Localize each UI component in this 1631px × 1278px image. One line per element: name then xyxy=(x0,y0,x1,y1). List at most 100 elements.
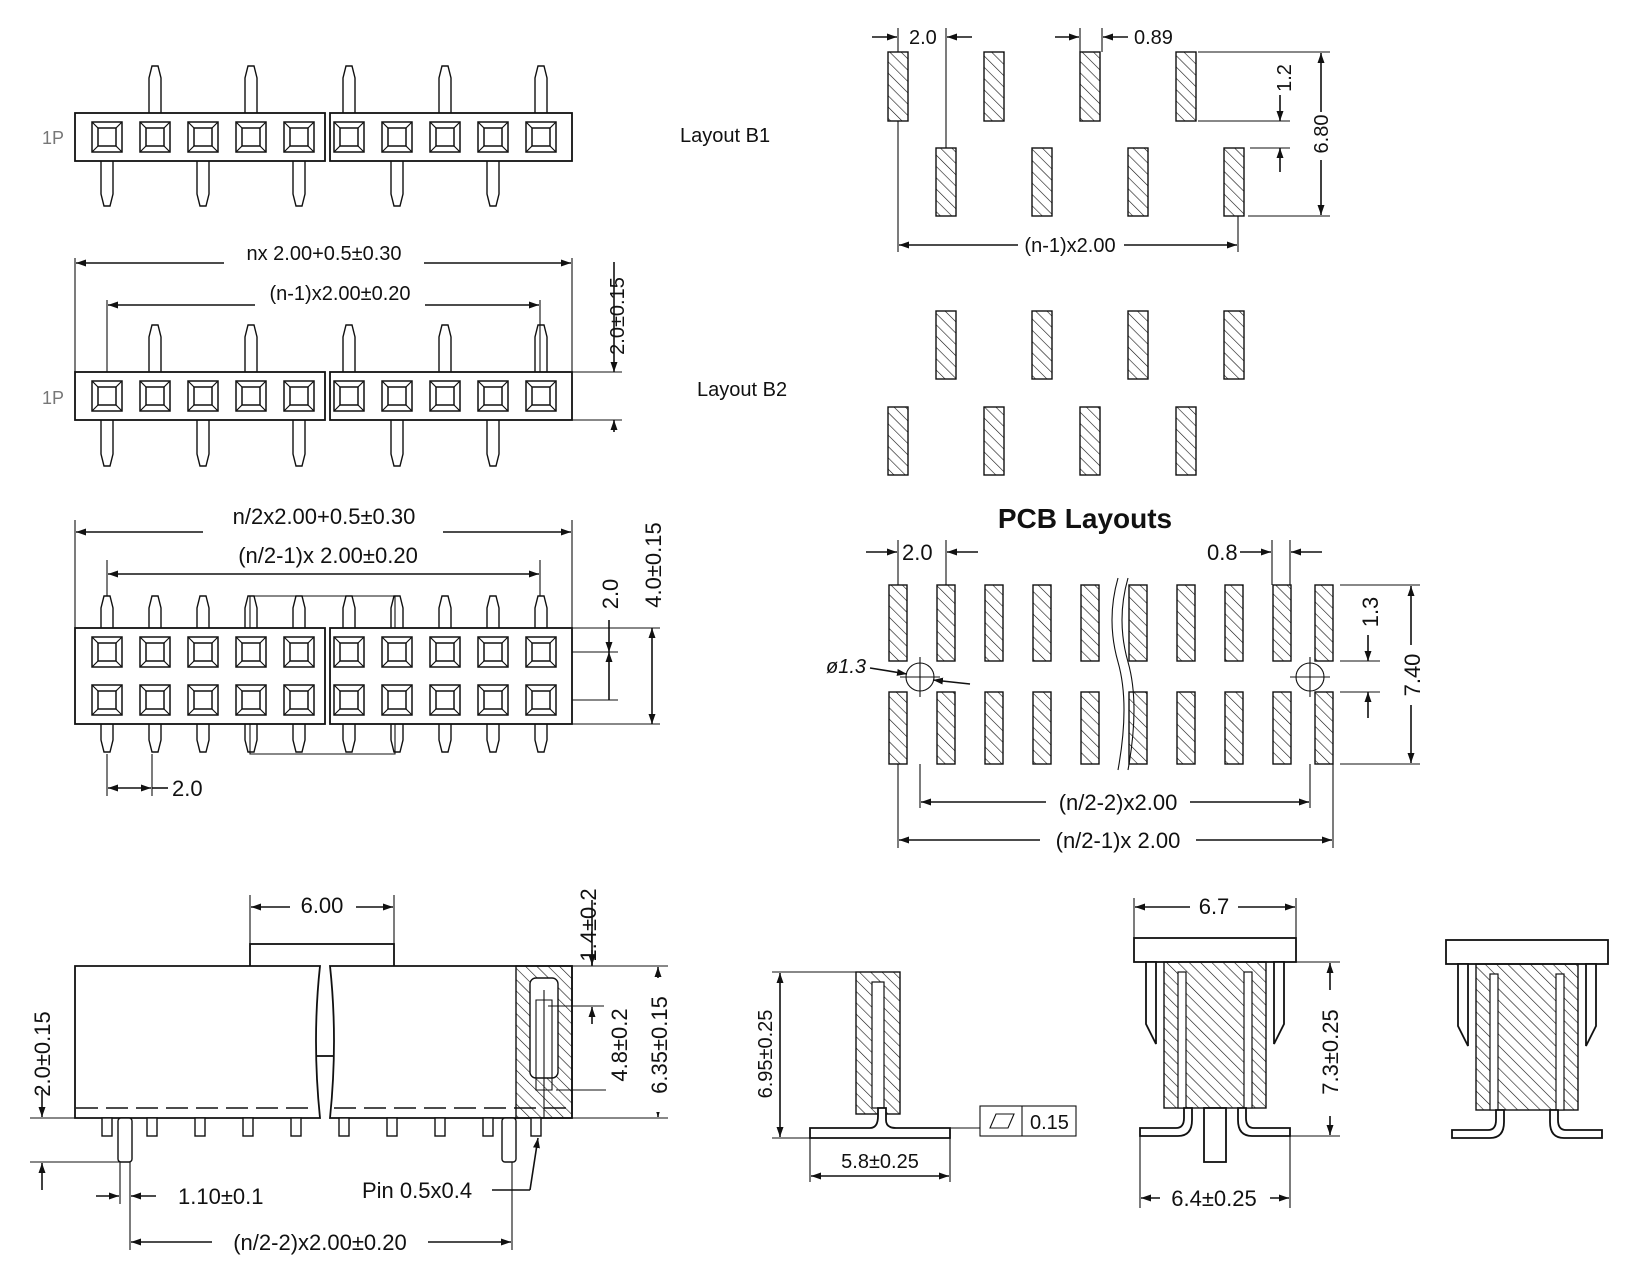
b1-pad-upper-3 xyxy=(1175,51,1197,122)
pcb-pad-upper-4 xyxy=(1080,584,1100,662)
side-pin-stub-5 xyxy=(338,1117,350,1137)
b2-pad-lower-3 xyxy=(1175,406,1197,476)
pcb-pad-upper-3 xyxy=(1032,584,1052,662)
pin-top-1 xyxy=(148,324,162,372)
pin-top-6 xyxy=(390,595,404,628)
contact-cell-upper-9-inner xyxy=(531,642,551,662)
pin-top-3 xyxy=(244,595,258,628)
b1-height: 6.80 xyxy=(1311,115,1333,154)
contact-cell-6-corner xyxy=(381,121,413,153)
side-post-left xyxy=(117,1117,133,1163)
single-row-top-view: 1P xyxy=(42,65,573,207)
pin-size-label: Pin 0.5x0.4 xyxy=(362,1178,472,1203)
pcb-pad-upper-1 xyxy=(936,584,956,662)
end-view-single: 6.95±0.25 5.8±0.25 0.15 xyxy=(755,971,1077,1182)
contact-cell-5-corner xyxy=(333,121,365,153)
dim-n2: n/2x2.00+0.5±0.30 xyxy=(233,504,416,529)
pin-bottom-0 xyxy=(100,724,114,753)
pcb-pitch: 2.0 xyxy=(902,540,933,565)
contact-cell-lower-7-corner xyxy=(429,684,461,716)
b1-pad-lower-3 xyxy=(1223,147,1245,217)
b2-pad-lower-0 xyxy=(887,406,909,476)
contact-cell-upper-7-corner xyxy=(429,636,461,668)
pin-top-1 xyxy=(148,595,162,628)
b1-pad-width: 0.89 xyxy=(1134,27,1173,49)
contact-cell-3-inner xyxy=(241,386,261,406)
end1-height: 6.95±0.25 xyxy=(755,1010,777,1099)
pin-bottom-4 xyxy=(292,724,306,753)
pcb-span-1: (n/2-1)x 2.00 xyxy=(1056,828,1181,853)
pin-bottom-7 xyxy=(438,724,452,753)
pin-top-3 xyxy=(244,65,258,113)
contact-cell-1-corner xyxy=(139,380,171,412)
contact-cell-lower-8-inner xyxy=(483,690,503,710)
contact-cell-upper-3-corner xyxy=(235,636,267,668)
contact-cell-lower-5-inner xyxy=(339,690,359,710)
b1-pitch: 2.0 xyxy=(909,27,937,49)
contact-cell-lower-4-corner xyxy=(283,684,315,716)
b1-pad-upper-1 xyxy=(983,51,1005,122)
contact-cell-lower-2-inner xyxy=(193,690,213,710)
pin-bottom-2 xyxy=(196,724,210,753)
contact-cell-lower-0-corner xyxy=(91,684,123,716)
double-row-top-view: n/2x2.00+0.5±0.30 (n/2-1)x 2.00±0.20 2.0… xyxy=(74,503,666,801)
contact-cell-lower-7-inner xyxy=(435,690,455,710)
pin1-label-2: 1P xyxy=(42,388,64,408)
pin-top-5 xyxy=(342,65,356,113)
single-row-dimension-view: 1P nx 2.00+0.5±0.30 (n-1)x2.00±0.20 2.0±… xyxy=(42,242,629,467)
contact-cell-upper-5-corner xyxy=(333,636,365,668)
contact-cell-lower-1-inner xyxy=(145,690,165,710)
pin-bottom-2 xyxy=(196,161,210,207)
contact-cell-0-corner xyxy=(91,121,123,153)
pcb-gap: 1.3 xyxy=(1358,597,1383,628)
side-post-right xyxy=(501,1117,517,1163)
contact-cell-lower-5-corner xyxy=(333,684,365,716)
contact-cell-3-inner xyxy=(241,127,261,147)
contact-cell-9-corner xyxy=(525,380,557,412)
pin-top-8 xyxy=(486,595,500,628)
pin-top-7 xyxy=(438,595,452,628)
end2-height: 7.3±0.25 xyxy=(1318,1009,1343,1094)
pcb-pad-upper-2 xyxy=(984,584,1004,662)
side-pin-stub-8 xyxy=(482,1117,494,1137)
contact-cell-2-corner xyxy=(187,380,219,412)
b1-pad-lower-1 xyxy=(1031,147,1053,217)
contact-cell-upper-8-corner xyxy=(477,636,509,668)
b2-pad-upper-0 xyxy=(935,310,957,380)
pin-bottom-0 xyxy=(100,420,114,467)
contact-cell-upper-2-corner xyxy=(187,636,219,668)
contact-cell-6-inner xyxy=(387,127,407,147)
contact-cell-2-corner xyxy=(187,121,219,153)
pcb-pad-lower-1 xyxy=(936,691,956,765)
contact-cell-lower-8-corner xyxy=(477,684,509,716)
pin-top-7 xyxy=(438,324,452,372)
side-pin-stub-9 xyxy=(530,1117,542,1137)
b2-pad-upper-2 xyxy=(1127,310,1149,380)
hole-diameter: ø1.3 xyxy=(826,656,866,678)
contact-cell-upper-9-corner xyxy=(525,636,557,668)
contact-cell-4-corner xyxy=(283,121,315,153)
contact-cell-lower-2-corner xyxy=(187,684,219,716)
contact-cell-1-inner xyxy=(145,386,165,406)
contact-cell-2-inner xyxy=(193,386,213,406)
dim-pitch: 2.0 xyxy=(172,776,203,801)
pcb-pad-lower-4 xyxy=(1080,691,1100,765)
pcb-pad-lower-5 xyxy=(1128,691,1148,765)
side-view: 6.00 1.4±0.2 4.8±0.2 6.35±0.15 2.0±0.15 … xyxy=(30,888,672,1256)
contact-cell-6-corner xyxy=(381,380,413,412)
pin-top-4 xyxy=(292,595,306,628)
b1-pad-lower-2 xyxy=(1127,147,1149,217)
pcb-pad-lower-8 xyxy=(1272,691,1292,765)
contact-cell-8-corner xyxy=(477,380,509,412)
b2-pad-lower-1 xyxy=(983,406,1005,476)
side-dim-20: 2.0±0.15 xyxy=(30,1011,55,1096)
pin-top-0 xyxy=(100,595,114,628)
end2-width: 6.4±0.25 xyxy=(1171,1186,1256,1211)
contact-cell-4-inner xyxy=(289,127,309,147)
contact-cell-upper-7-inner xyxy=(435,642,455,662)
pin-bottom-6 xyxy=(390,420,404,467)
pin-bottom-6 xyxy=(390,161,404,207)
pin-top-3 xyxy=(244,324,258,372)
contact-cell-upper-6-corner xyxy=(381,636,413,668)
side-dim-48: 4.8±0.2 xyxy=(607,1008,632,1081)
